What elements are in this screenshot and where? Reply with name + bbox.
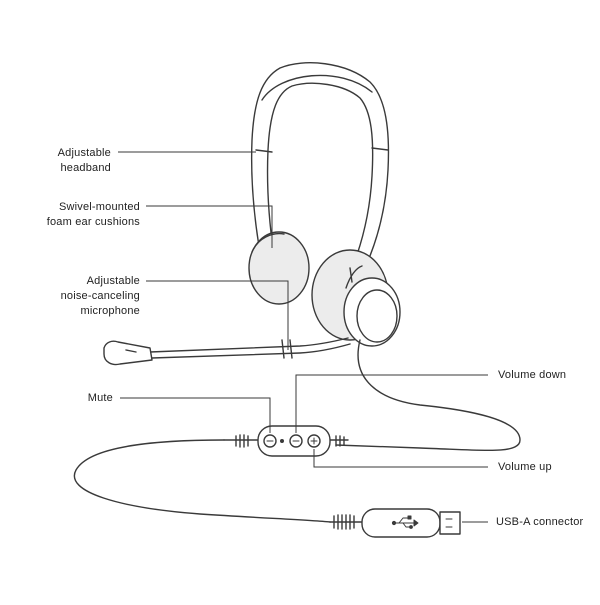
label-microphone: Adjustable noise-canceling microphone <box>0 274 140 319</box>
label-ear-cushions-line1: Swivel-mounted <box>58 201 140 213</box>
label-volume-down-text: Volume down <box>498 369 567 381</box>
cable-strain-right <box>335 435 345 447</box>
headband <box>250 62 390 293</box>
label-microphone-line2: noise-canceling <box>60 290 140 302</box>
leader-lines <box>118 151 488 523</box>
inline-remote <box>223 425 349 457</box>
usb-cable <box>73 439 331 523</box>
leader-ear-cushions <box>146 205 273 248</box>
left-ear-cushion <box>248 231 310 305</box>
label-volume-up: Volume up <box>498 460 598 475</box>
mute-icon <box>263 434 284 448</box>
label-usb-text: USB-A connector <box>496 516 584 528</box>
label-volume-down: Volume down <box>498 368 598 383</box>
leader-volume-up <box>313 449 488 468</box>
label-volume-up-text: Volume up <box>498 461 552 473</box>
label-ear-cushions-line2: foam ear cushions <box>46 216 140 228</box>
leader-volume-down <box>295 374 488 433</box>
usb-symbol-icon <box>391 515 419 529</box>
leader-microphone <box>146 280 289 350</box>
volume-down-icon <box>289 434 303 448</box>
label-mute-text: Mute <box>87 392 113 404</box>
cable-strain-left <box>235 434 249 448</box>
label-ear-cushions: Swivel-mounted foam ear cushions <box>0 200 140 230</box>
label-usb: USB-A connector <box>496 515 600 530</box>
label-headband-line1: Adjustable <box>57 147 111 159</box>
microphone-boom <box>103 337 351 366</box>
label-mute: Mute <box>40 391 113 406</box>
right-ear-cushion <box>311 249 401 347</box>
leader-mute <box>120 397 271 433</box>
earcup-cable <box>335 339 521 452</box>
volume-up-icon <box>307 434 321 448</box>
label-headband-line2: headband <box>60 162 111 174</box>
label-microphone-line1: Adjustable <box>86 275 140 287</box>
label-headband: Adjustable headband <box>10 146 111 176</box>
label-microphone-line3: microphone <box>80 305 140 317</box>
